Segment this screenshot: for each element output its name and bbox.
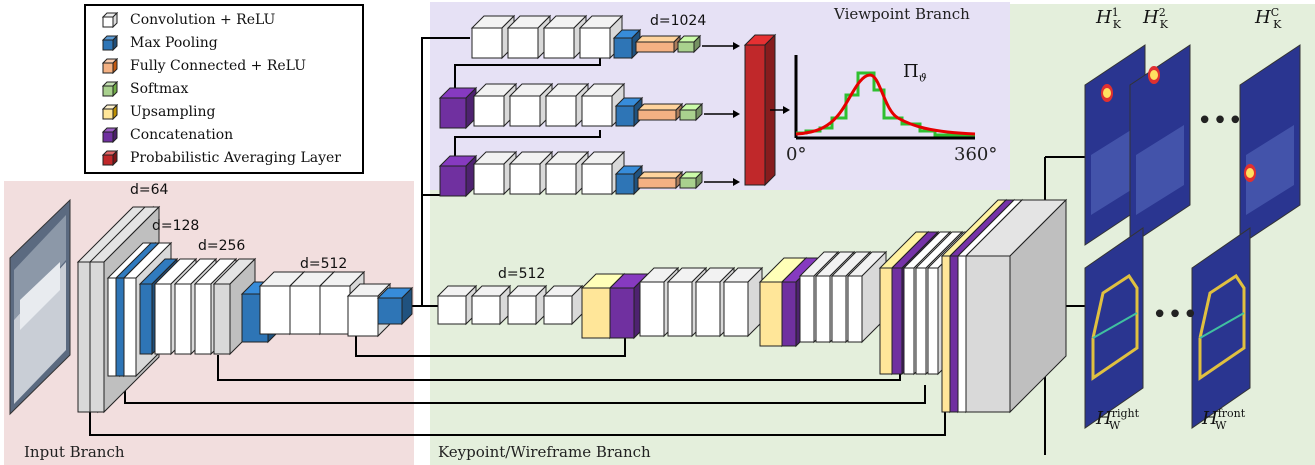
fc-layer-block <box>636 170 684 190</box>
legend-item-conv: Convolution + ReLU <box>102 10 275 30</box>
fc-layer-block <box>636 102 684 122</box>
theta-subscript: ϑ <box>918 71 927 85</box>
legend-label: Concatenation <box>130 127 234 143</box>
depth-label-64: d=64 <box>130 182 169 198</box>
heatmap-symbol: H <box>1255 7 1271 28</box>
conv-layer-block <box>544 82 590 128</box>
heatmap-symbol: H <box>1202 408 1218 429</box>
keypoint-heatmaps-ellipsis: ••• <box>1197 106 1244 136</box>
smoothed-distribution-line <box>795 73 976 136</box>
viewpoint-link-low <box>454 130 601 157</box>
plot-x-start-label: 0° <box>786 144 807 165</box>
heatmap-kc-label: HCK <box>1255 6 1281 31</box>
heatmap-sup: front <box>1217 407 1246 420</box>
depth-label-256: d=256 <box>198 238 246 254</box>
legend-label: Max Pooling <box>130 35 218 51</box>
heatmap-w-front-label: HfrontW <box>1202 407 1245 432</box>
legend: Convolution + ReLU Max Pooling Fully Con… <box>84 4 364 174</box>
viewpoint-distribution-symbol: Πϑ <box>903 61 927 85</box>
conv-layer-block <box>544 150 590 196</box>
upsample-swatch-icon <box>102 104 118 120</box>
conv-layer-block <box>542 284 584 326</box>
wireframe-outline <box>1091 273 1139 381</box>
conv-layer-block <box>436 284 478 326</box>
keypoint-heatmap-2 <box>1129 44 1191 246</box>
pool-layer-block <box>376 286 414 326</box>
heatmap-sup: C <box>1270 6 1280 19</box>
heatmap-w-right-label: HrightW <box>1096 407 1139 432</box>
conv-d256-slab-4 <box>212 257 257 356</box>
heatmap-symbol: H <box>1096 408 1112 429</box>
input-car-image <box>9 198 71 416</box>
wireframe-heatmap-right <box>1084 227 1144 429</box>
viewpoint-link-mid <box>454 57 601 90</box>
heatmap-symbol: H <box>1143 7 1159 28</box>
concat-layer-block <box>438 154 478 198</box>
output-slab <box>964 198 1068 414</box>
heatmap-k2-label: H2K <box>1143 6 1168 31</box>
legend-label: Convolution + ReLU <box>130 12 276 28</box>
pool-swatch-icon <box>102 35 118 51</box>
softmax-layer-block <box>678 170 704 190</box>
concat-layer-block <box>438 86 478 130</box>
legend-label: Softmax <box>130 81 189 97</box>
legend-item-pal: Probabilistic Averaging Layer <box>102 148 341 168</box>
arrow <box>770 106 790 114</box>
legend-item-fc: Fully Connected + ReLU <box>102 56 306 76</box>
heatmap-sub: K <box>1159 17 1168 31</box>
softmax-swatch-icon <box>102 81 118 97</box>
legend-item-upsample: Upsampling <box>102 102 215 122</box>
arrow <box>704 178 740 186</box>
softmax-layer-block <box>676 34 702 54</box>
viewpoint-branch-label: Viewpoint Branch <box>834 5 970 23</box>
pi-symbol: Π <box>903 61 919 82</box>
heatmap-k1-label: H1K <box>1096 6 1121 31</box>
heatmap-sup: 1 <box>1111 6 1119 19</box>
skip-connection-256 <box>217 355 901 381</box>
heatmap-sub: W <box>1215 418 1227 432</box>
keypoint-heatmap-c <box>1239 44 1301 246</box>
conv-layer-block <box>508 150 554 196</box>
skip-connection-512 <box>355 333 626 357</box>
wireframe-heatmap-front <box>1191 227 1251 429</box>
legend-label: Upsampling <box>130 104 216 120</box>
wireframe-outline <box>1198 273 1246 381</box>
heatmap-sub: W <box>1109 418 1121 432</box>
heatmap-sup: right <box>1111 407 1140 420</box>
wireframe-heatmaps-ellipsis: ••• <box>1152 300 1199 330</box>
legend-item-softmax: Softmax <box>102 79 188 99</box>
softmax-layer-block <box>678 102 704 122</box>
depth-label-128: d=128 <box>152 218 200 234</box>
pal-swatch-icon <box>102 150 118 166</box>
legend-item-concat: Concatenation <box>102 125 233 145</box>
keypoint-branch-label: Keypoint/Wireframe Branch <box>438 443 651 461</box>
depth-label-512-encoder: d=512 <box>300 256 348 272</box>
arrow <box>704 110 740 118</box>
legend-item-pool: Max Pooling <box>102 33 218 53</box>
fc-layer-block <box>634 34 682 54</box>
concat-swatch-icon <box>102 127 118 143</box>
skip-connection-64 <box>89 400 946 436</box>
conv-layer-block <box>506 284 548 326</box>
heatmap-sub: K <box>1273 17 1282 31</box>
arrow <box>702 42 740 50</box>
heatmap-sup: 2 <box>1158 6 1166 19</box>
depth-label-1024: d=1024 <box>650 13 707 29</box>
conv-layer-block <box>470 284 512 326</box>
input-branch-label: Input Branch <box>24 443 125 461</box>
plot-x-end-label: 360° <box>954 144 998 165</box>
legend-label: Probabilistic Averaging Layer <box>130 150 341 166</box>
conv-swatch-icon <box>102 12 118 28</box>
heatmap-symbol: H <box>1096 7 1112 28</box>
viewpoint-distribution-plot <box>794 55 976 140</box>
fc-swatch-icon <box>102 58 118 74</box>
legend-label: Fully Connected + ReLU <box>130 58 307 74</box>
heatmap-sub: K <box>1112 17 1121 31</box>
conv-layer-block <box>722 266 764 338</box>
depth-label-512-decoder: d=512 <box>498 266 546 282</box>
